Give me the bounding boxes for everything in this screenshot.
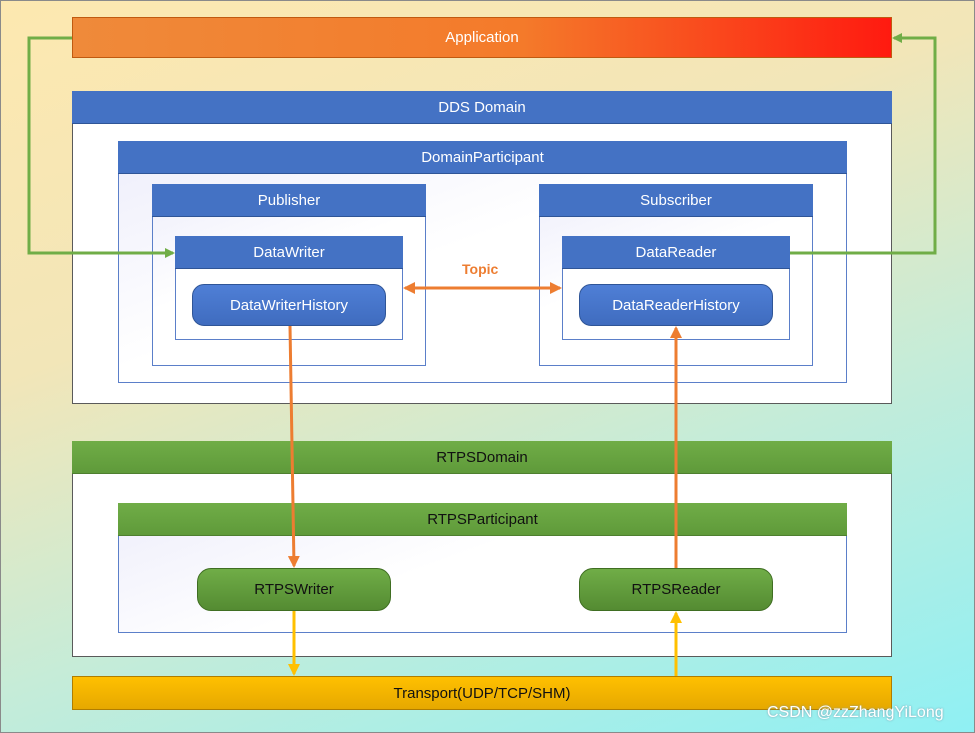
rtps-participant-header: RTPSParticipant xyxy=(118,503,847,536)
topic-label: Topic xyxy=(462,261,499,277)
rtps-writer: RTPSWriter xyxy=(197,568,391,611)
data-reader-history: DataReaderHistory xyxy=(579,284,773,326)
transport-bar: Transport(UDP/TCP/SHM) xyxy=(72,676,892,710)
rtps-domain-label: RTPSDomain xyxy=(436,448,528,466)
application-label: Application xyxy=(445,29,519,46)
data-writer-label: DataWriter xyxy=(253,243,325,261)
data-reader-history-label: DataReaderHistory xyxy=(612,296,740,314)
publisher-label: Publisher xyxy=(257,191,321,209)
domain-participant-label: DomainParticipant xyxy=(421,148,544,166)
rtps-reader: RTPSReader xyxy=(579,568,773,611)
application-bar: Application xyxy=(72,17,892,58)
watermark: CSDN @zzZhangYiLong xyxy=(767,704,944,721)
dds-domain-label: DDS Domain xyxy=(438,98,526,116)
publisher-header: Publisher xyxy=(152,184,426,217)
rtps-writer-label: RTPSWriter xyxy=(254,581,334,598)
rtps-domain-header: RTPSDomain xyxy=(72,441,892,474)
data-writer-header: DataWriter xyxy=(175,236,403,269)
data-reader-header: DataReader xyxy=(562,236,790,269)
rtps-reader-label: RTPSReader xyxy=(631,581,721,598)
data-writer-history-label: DataWriterHistory xyxy=(229,296,349,314)
rtps-participant-label: RTPSParticipant xyxy=(427,510,538,528)
data-writer-history: DataWriterHistory xyxy=(192,284,386,326)
subscriber-header: Subscriber xyxy=(539,184,813,217)
dds-domain-header: DDS Domain xyxy=(72,91,892,124)
subscriber-label: Subscriber xyxy=(640,191,712,209)
transport-label: Transport(UDP/TCP/SHM) xyxy=(393,684,571,702)
data-reader-label: DataReader xyxy=(635,243,717,261)
domain-participant-header: DomainParticipant xyxy=(118,141,847,174)
